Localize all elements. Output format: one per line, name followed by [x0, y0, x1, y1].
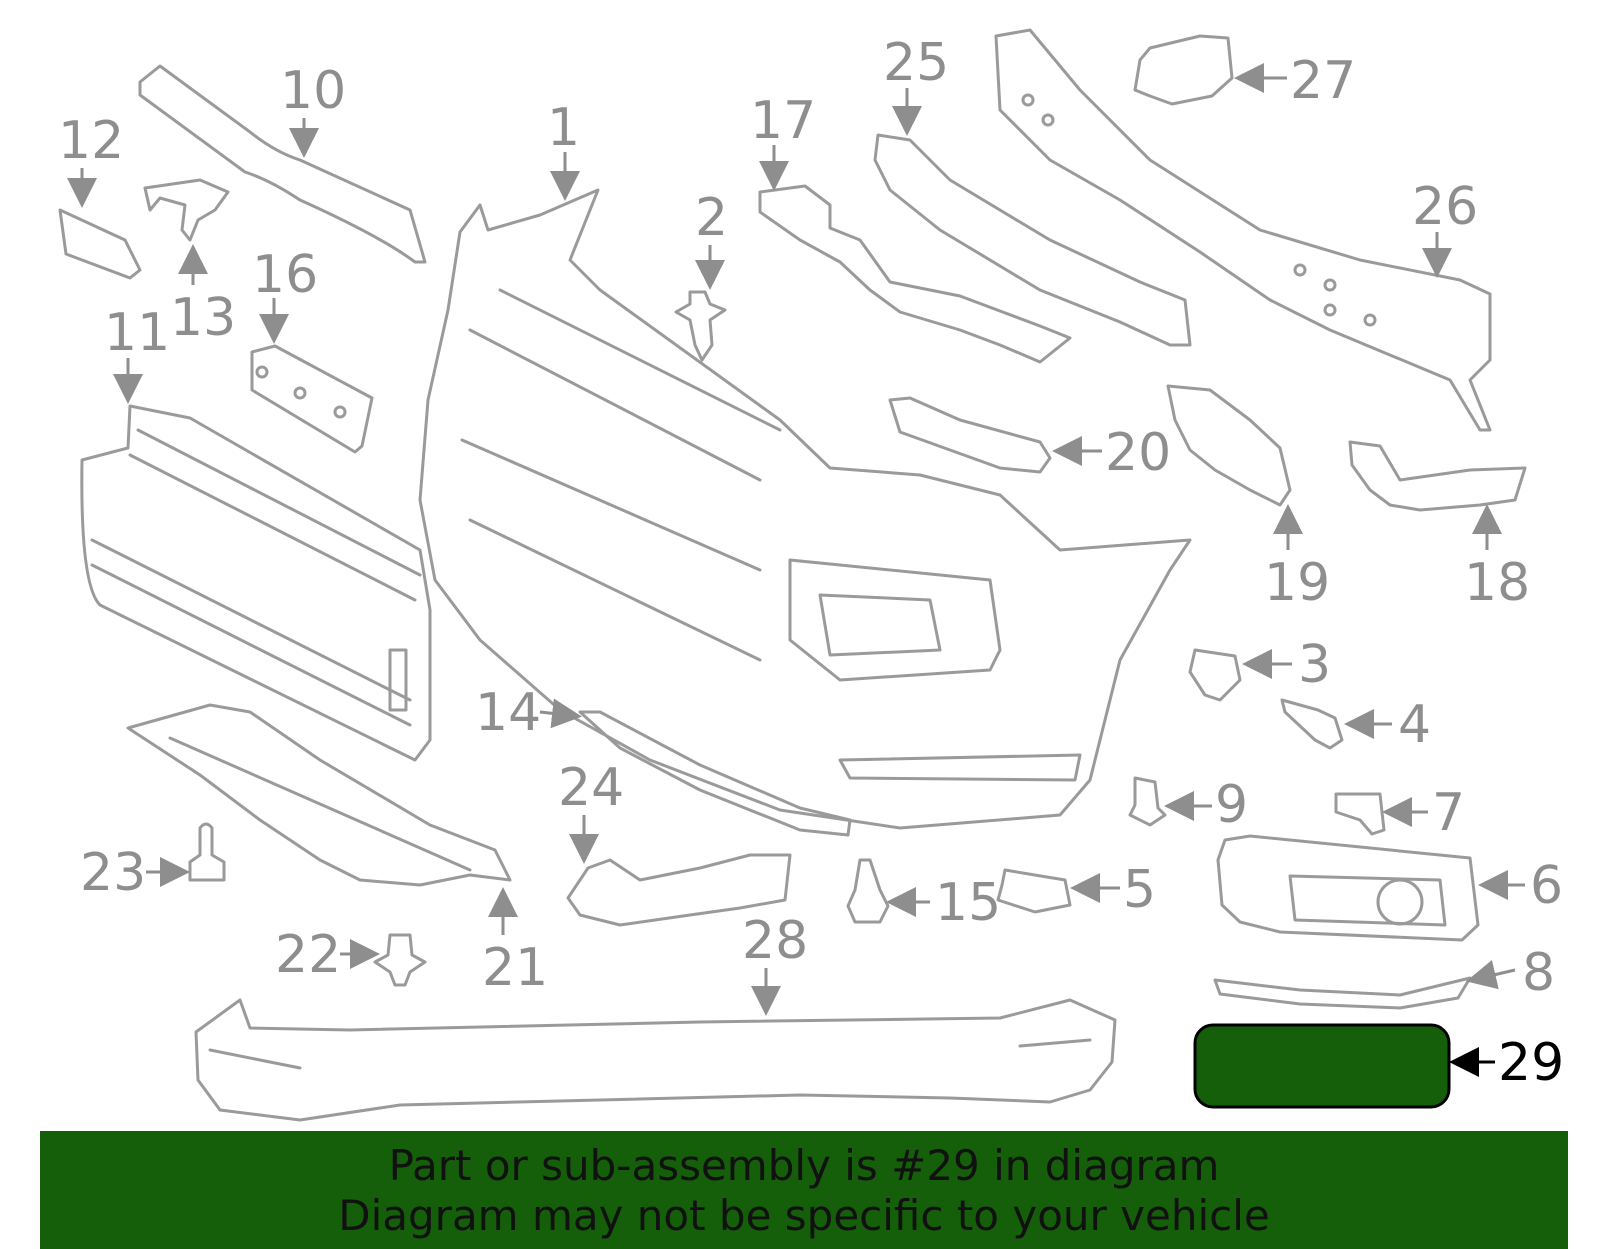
callout-1: 1: [547, 98, 580, 158]
part-23-bolt: [188, 822, 226, 882]
callout-10: 10: [280, 61, 346, 121]
callout-22: 22: [275, 925, 341, 985]
part-8-molding: [1213, 976, 1472, 1010]
footer-line-1: Part or sub-assembly is #29 in diagram: [388, 1141, 1220, 1190]
callout-19: 19: [1264, 553, 1330, 613]
part-14-molding: [578, 710, 852, 837]
footer-line-2: Diagram may not be specific to your vehi…: [338, 1191, 1270, 1240]
callout-8: 8: [1522, 943, 1555, 1003]
callout-29: 29: [1498, 1033, 1564, 1093]
part-1-bumper-cover: [418, 188, 1192, 830]
part-9-clip: [1128, 776, 1167, 827]
part-17-bracket: [758, 184, 1072, 364]
part-13-bracket: [143, 178, 230, 242]
callout-6: 6: [1530, 856, 1563, 916]
part-6-fog-lamp-bezel: [1216, 834, 1480, 942]
callout-27: 27: [1290, 51, 1356, 111]
callout-17: 17: [750, 91, 816, 151]
part-10-grille-molding: [138, 64, 427, 264]
callout-14: 14: [475, 683, 541, 743]
callout-15: 15: [935, 873, 1001, 933]
callout-4: 4: [1398, 695, 1431, 755]
part-16-plate-bracket: [250, 344, 374, 454]
part-20-bracket: [888, 396, 1052, 474]
callout-5: 5: [1123, 860, 1156, 920]
leader-arrows: [67, 63, 1525, 1077]
callout-labels: 1 2 3 4 5 6 7 8 9 10 11 12 13 14 15 16 1…: [58, 33, 1564, 1093]
part-28-lower-spoiler: [194, 998, 1117, 1122]
part-18-bracket: [1348, 440, 1527, 512]
part-19-bracket: [1166, 384, 1292, 507]
part-12-cover: [58, 208, 142, 280]
part-25-absorber: [873, 133, 1192, 347]
callout-28: 28: [742, 911, 808, 971]
part-22-clip: [373, 933, 427, 987]
callout-24: 24: [558, 758, 624, 818]
part-29-highlight-box: [1193, 1023, 1451, 1109]
part-7-clip: [1334, 792, 1386, 836]
callout-13: 13: [170, 288, 236, 348]
part-11-grille: [80, 404, 432, 762]
part-24-bracket: [566, 853, 792, 927]
callout-2: 2: [695, 188, 728, 248]
callout-23: 23: [80, 843, 146, 903]
callout-18: 18: [1464, 553, 1530, 613]
callout-9: 9: [1215, 775, 1248, 835]
part-5-clip: [996, 868, 1072, 914]
part-4-screw: [1280, 698, 1344, 750]
part-27-bracket: [1133, 34, 1234, 106]
callout-16: 16: [252, 245, 318, 305]
part-26-reinforcement: [994, 28, 1492, 432]
part-2-clip: [674, 290, 727, 362]
part-3-clip: [1188, 648, 1242, 702]
callout-26: 26: [1412, 177, 1478, 237]
footer-banner: Part or sub-assembly is #29 in diagram D…: [40, 1131, 1568, 1249]
callout-21: 21: [482, 938, 548, 998]
callout-11: 11: [104, 303, 170, 363]
callout-12: 12: [58, 111, 124, 171]
part-15-clip: [846, 858, 890, 924]
callout-20: 20: [1105, 423, 1171, 483]
callout-25: 25: [883, 33, 949, 93]
callout-3: 3: [1298, 635, 1331, 695]
callout-7: 7: [1432, 783, 1465, 843]
part-21-under-cover: [126, 703, 512, 887]
